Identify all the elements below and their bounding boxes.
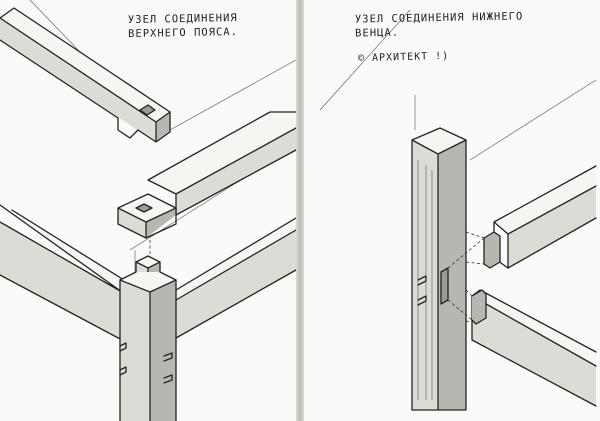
lower-crown-joint-drawing [319, 9, 597, 411]
wooden-pegs [119, 342, 173, 384]
upper-chord-joint-drawing [0, 0, 297, 421]
perspective-guides [319, 9, 597, 161]
lower-log [471, 289, 597, 407]
assembly-guides [447, 231, 485, 323]
wooden-pegs [417, 275, 427, 306]
left-sheet: УЗЕЛ СОЕДИНЕНИЯ ВЕРХНЕГО ПОЯСА. [0, 0, 300, 421]
middle-beam [117, 111, 297, 239]
vertical-post [119, 255, 177, 421]
lower-crown-joint-title: УЗЕЛ СОЕДИНЕНИЯ НИЖНЕГО ВЕНЦА. [355, 10, 524, 41]
right-sheet: УЗЕЛ СОЕДИНЕНИЯ НИЖНЕГО ВЕНЦА. © АРХИТЕК… [300, 0, 600, 421]
upper-log [483, 165, 597, 269]
lower-left-beam [0, 204, 133, 341]
title-line-2: ВЕРХНЕГО ПОЯСА. [128, 26, 239, 40]
upper-beam [0, 7, 171, 143]
lower-right-beam [175, 217, 297, 339]
title-line-2: ВЕНЦА. [355, 26, 400, 40]
title-line-1: УЗЕЛ СОЕДИНЕНИЯ НИЖНЕГО [354, 10, 524, 26]
vertical-post [411, 127, 467, 411]
page-fold [296, 0, 304, 421]
upper-chord-joint-title: УЗЕЛ СОЕДИНЕНИЯ ВЕРХНЕГО ПОЯСА. [128, 11, 238, 41]
